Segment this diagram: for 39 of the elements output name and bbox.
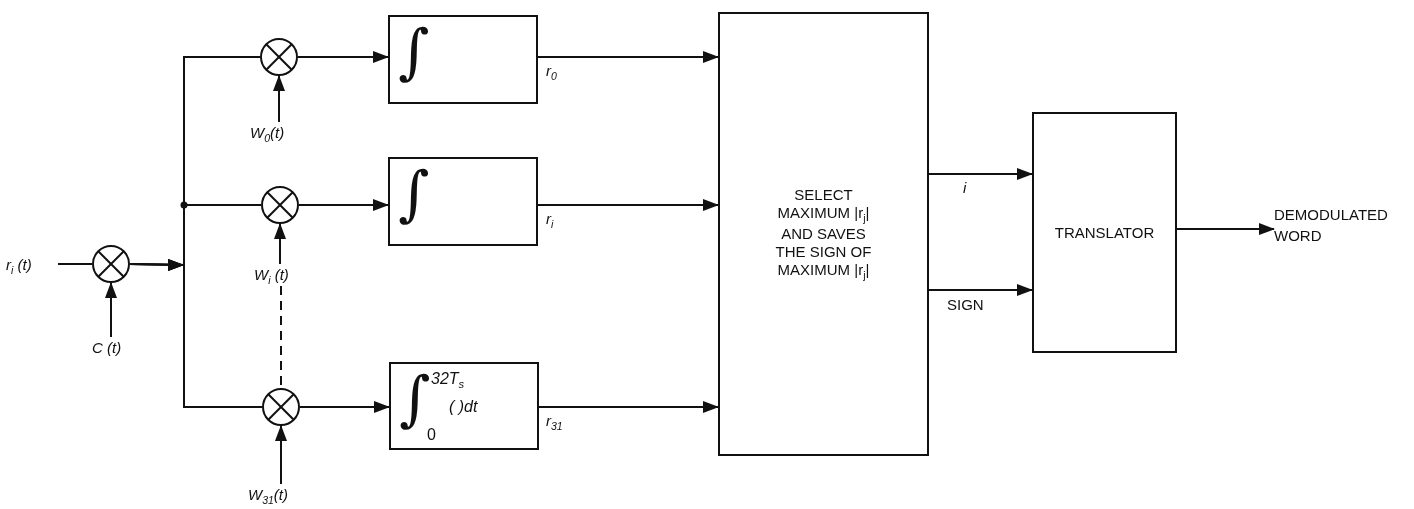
integrand: ( )dt [449, 398, 478, 416]
process-box [388, 157, 538, 246]
signal-label: W$_{31}$(t) [248, 484, 310, 506]
arrow [274, 223, 286, 265]
arrow [105, 282, 117, 338]
connector-line [57, 263, 93, 265]
upper-limit: 32T$_{s}$ [431, 370, 465, 391]
box-label: SELECT MAXIMUM |r$_{j}$| AND SAVES THE SIGN OF MAXIMUM |r$_{j}$| [774, 186, 873, 282]
arrow [928, 284, 1033, 296]
arrow [129, 259, 263, 408]
signal-label: W$_{i}$ (t) [254, 264, 308, 286]
arrow [928, 168, 1033, 180]
arrow [297, 51, 389, 63]
multiplier-circle [261, 186, 299, 224]
arrow [537, 199, 719, 211]
signal-label: C (t) [92, 337, 134, 359]
signal-label: r$_{i}$ (t) [6, 254, 58, 276]
integral-sign: ∫ [398, 163, 430, 223]
arrow [275, 425, 287, 485]
box-label: TRANSLATOR [1053, 223, 1156, 242]
signal-label: W$_{0}$(t) [250, 122, 304, 144]
arrow [299, 401, 390, 413]
arrow [538, 401, 719, 413]
lower-limit: 0 [427, 426, 436, 444]
multiplier-circle [92, 245, 130, 283]
integral-sign: ∫ [398, 21, 430, 81]
process-box [718, 12, 929, 456]
multiplier-circle [260, 38, 298, 76]
arrow [1176, 223, 1275, 235]
signal-label: DEMODULATED WORD [1274, 204, 1414, 252]
arrow [273, 75, 285, 123]
process-box [389, 362, 539, 450]
arrow [298, 199, 389, 211]
process-box [388, 15, 538, 104]
integral-sign: ∫ [399, 368, 431, 428]
multiplier-circle [262, 388, 300, 426]
arrow [537, 51, 719, 63]
process-box [1032, 112, 1177, 353]
edge-label: i [962, 179, 968, 196]
